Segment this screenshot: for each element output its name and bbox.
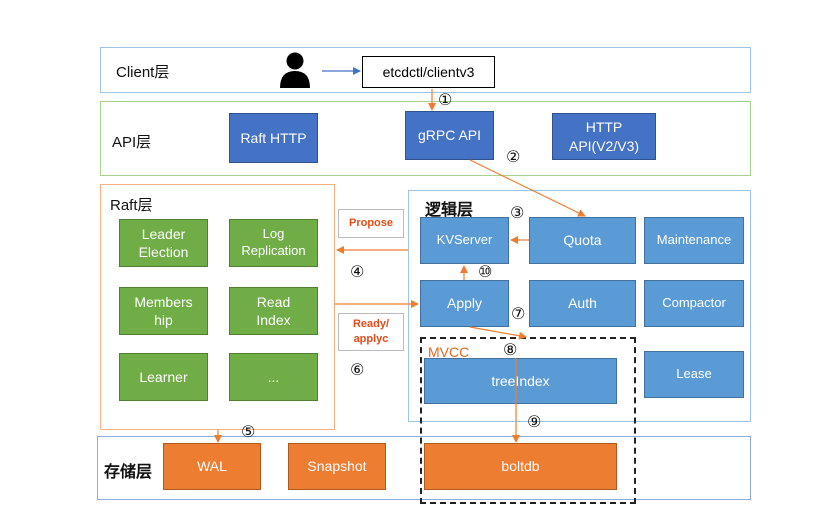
mvcc-label: MVCC xyxy=(428,344,470,360)
step-2: ② xyxy=(506,149,521,166)
step-6: ⑥ xyxy=(350,362,365,379)
step-1: ① xyxy=(438,92,453,109)
propose-tag: Propose xyxy=(338,209,404,238)
logic-layer-label: 逻辑层 xyxy=(425,202,474,219)
step-4: ④ xyxy=(350,264,365,281)
read-index-box: Read Index xyxy=(229,287,318,335)
storage-layer-label: 存储层 xyxy=(104,464,153,481)
learner-box: Learner xyxy=(119,353,208,401)
log-replication-box: Log Replication xyxy=(229,219,318,267)
leader-election-box: Leader Election xyxy=(119,219,208,267)
compactor-box: Compactor xyxy=(644,280,744,327)
http-api-box: HTTP API(V2/V3) xyxy=(552,113,656,160)
apply-box: Apply xyxy=(420,280,509,327)
wal-box: WAL xyxy=(163,443,261,490)
raft-more-box: ... xyxy=(229,353,318,401)
boltdb-box: boltdb xyxy=(424,443,617,490)
membership-box: Members hip xyxy=(119,287,208,335)
maintenance-box: Maintenance xyxy=(644,217,744,264)
client-layer-label: Client层 xyxy=(116,64,170,81)
step-7: ⑦ xyxy=(511,306,526,323)
quota-box: Quota xyxy=(529,217,636,264)
step-8: ⑧ xyxy=(503,342,518,359)
step-10: ⑩ xyxy=(478,264,493,281)
treeindex-box: treeIndex xyxy=(424,358,617,404)
client-cli-box: etcdctl/clientv3 xyxy=(362,56,495,88)
snapshot-box: Snapshot xyxy=(288,443,386,490)
kvserver-box: KVServer xyxy=(420,217,509,264)
mvcc-frame xyxy=(420,337,636,504)
raft-http-box: Raft HTTP xyxy=(229,113,318,163)
user-icon xyxy=(278,52,312,88)
step-3: ③ xyxy=(510,205,525,222)
raft-layer-label: Raft层 xyxy=(110,197,153,214)
grpc-api-box: gRPC API xyxy=(405,111,494,160)
lease-box: Lease xyxy=(644,351,744,398)
step-9: ⑨ xyxy=(527,414,542,431)
ready-applyc-tag: Ready/ applyc xyxy=(338,313,404,351)
api-layer-label: API层 xyxy=(112,134,152,151)
step-5: ⑤ xyxy=(241,424,256,441)
auth-box: Auth xyxy=(529,280,636,327)
